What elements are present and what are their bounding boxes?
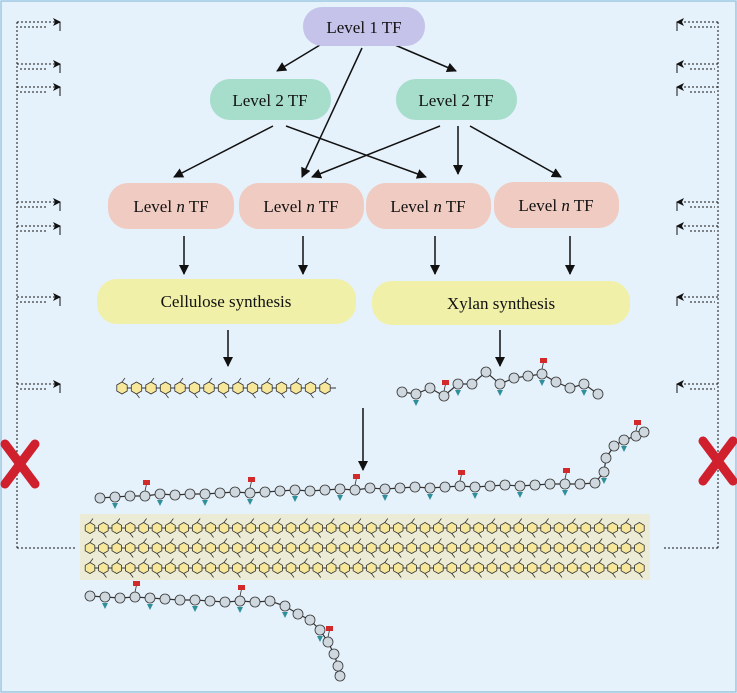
- node-level2-right-label: Level 2 TF: [418, 91, 493, 110]
- red-x-icon: [698, 436, 737, 486]
- node-cellulose-label: Cellulose synthesis: [161, 292, 292, 311]
- node-leveln-2: Level n TF: [239, 183, 364, 229]
- node-leveln-3: Level n TF: [366, 183, 491, 229]
- node-cellulose-synthesis: Cellulose synthesis: [97, 279, 356, 324]
- xylan-chain-bottom-icon: [84, 581, 346, 682]
- regulatory-arrows: [173, 44, 575, 471]
- xylan-chain-icon: [396, 358, 604, 406]
- node-level2-right: Level 2 TF: [396, 79, 517, 120]
- xylan-chain-top-icon: [94, 420, 650, 509]
- node-xylan-synthesis: Xylan synthesis: [372, 281, 630, 325]
- arrow-level2left-to-leveln-1: [173, 125, 274, 178]
- feedback-loop-right: [662, 18, 719, 549]
- node-leveln-1-label: Level n TF: [133, 197, 208, 216]
- node-leveln-2-label: Level n TF: [263, 197, 338, 216]
- arrow-level1-to-level2-left: [276, 44, 321, 72]
- node-xylan-label: Xylan synthesis: [447, 294, 555, 313]
- node-level2-left-label: Level 2 TF: [232, 91, 307, 110]
- arrow-level2right-to-leveln-4: [469, 125, 562, 178]
- arrow-level1-to-level2-right: [394, 44, 457, 73]
- cellulose-microfibril-chains: [84, 518, 645, 578]
- node-leveln-1: Level n TF: [108, 183, 234, 229]
- node-leveln-3-label: Level n TF: [390, 197, 465, 216]
- node-leveln-4: Level n TF: [494, 182, 619, 228]
- arrow-level2left-to-leveln-3: [285, 125, 427, 179]
- node-level2-left: Level 2 TF: [210, 79, 331, 120]
- cellulose-chain-icon: [116, 377, 336, 399]
- arrow-level1-to-leveln-2: [301, 47, 363, 178]
- node-level1-label: Level 1 TF: [326, 18, 401, 37]
- node-level1: Level 1 TF: [303, 7, 425, 46]
- red-x-icon: [0, 439, 40, 489]
- arrow-level2right-to-leveln-2: [311, 125, 441, 179]
- node-leveln-4-label: Level n TF: [518, 196, 593, 215]
- microfibril-assembly: [80, 420, 650, 682]
- feedback-loop-left: [16, 18, 75, 549]
